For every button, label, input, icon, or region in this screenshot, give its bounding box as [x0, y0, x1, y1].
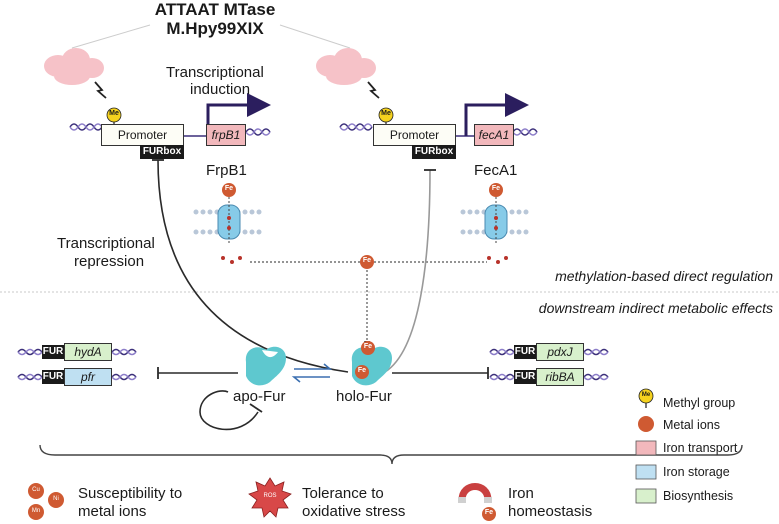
- gene-box-hydA: hydA: [64, 343, 112, 361]
- dna-strand-operon-1: [69, 123, 271, 137]
- gene-box-pdxJ: pdxJ: [536, 343, 584, 361]
- outcome-metal-line-1: Susceptibility to: [78, 485, 183, 502]
- me-label-1: Me: [109, 110, 119, 117]
- promoter-box-1: Promoter: [101, 124, 184, 146]
- metal-ions-outcome-icon: [28, 483, 64, 520]
- title-line-2: M.Hpy99XIX: [166, 19, 264, 38]
- catalysis-bolt-icon-left: [94, 81, 107, 99]
- fe-label-center: Fe: [362, 257, 372, 264]
- gene-box-pfr: pfr: [64, 368, 112, 386]
- dna-strand-lower-left: [17, 348, 137, 381]
- outcome-iron-line-2: homeostasis: [508, 503, 593, 520]
- apo-fur-protein-icon: [245, 346, 286, 386]
- fe-ion-icon-feca1: [489, 183, 503, 197]
- fe-label-feca1: Fe: [491, 185, 501, 192]
- ros-burst-icon: [248, 477, 292, 518]
- apo-fur-label: apo-Fur: [233, 388, 286, 405]
- mtase-enzyme-icon-right: [316, 48, 376, 85]
- legend-iron-storage-swatch: [635, 464, 657, 480]
- fe-ion-icon-frpb1: [222, 183, 236, 197]
- fe-label-frpb1: Fe: [224, 185, 234, 192]
- protein-label-frpb1: FrpB1: [206, 162, 247, 179]
- fur-tag-ribBA: FUR: [514, 370, 536, 384]
- catalysis-bolt-icon-right: [367, 81, 380, 99]
- induction-label-2: induction: [190, 81, 251, 98]
- equilibrium-reverse-arrow: [291, 376, 330, 383]
- transcription-arrow-feca1: [464, 93, 529, 136]
- legend-iron-transport-swatch: [635, 440, 657, 456]
- autoregulation-bar: [249, 403, 263, 413]
- holo-fur-label: holo-Fur: [336, 388, 392, 405]
- legend-metal-ions-icon: [638, 416, 654, 432]
- fe-label-holo-2: Fe: [357, 367, 367, 374]
- ros-icon-label: ROS: [263, 493, 277, 499]
- equilibrium-forward-arrow: [294, 363, 333, 370]
- mtase-enzyme-icon-left: [44, 48, 104, 85]
- gene-box-feca1: fecA1: [474, 124, 514, 146]
- legend-methyl-group-icon: [638, 388, 654, 408]
- fe-label-holo-1: Fe: [363, 343, 373, 350]
- membrane-transporter-feca1: [460, 197, 529, 264]
- title-connector-right: [279, 24, 351, 49]
- title-line-1: ATTAAT MTase: [154, 0, 276, 19]
- outcome-metal-line-2: metal ions: [78, 503, 147, 520]
- direct-regulation-heading: methylation-based direct regulation: [555, 268, 773, 284]
- holo-fur-protein-icon: [351, 341, 392, 386]
- legend-me-label: Me: [641, 392, 651, 398]
- metal-icon-label-ni: Ni: [53, 496, 59, 502]
- protein-label-feca1: FecA1: [474, 162, 518, 179]
- legend-iron-storage: Iron storage: [663, 465, 730, 479]
- legend-biosynthesis: Biosynthesis: [663, 489, 734, 503]
- promoter-box-2: Promoter: [373, 124, 456, 146]
- apo-fur-autoregulation-loop: [199, 390, 259, 431]
- induction-label-1: Transcriptional: [166, 64, 264, 81]
- outcome-iron-line-1: Iron: [508, 485, 534, 502]
- legend-biosynthesis-swatch: [635, 488, 657, 504]
- gene-box-ribBA: ribBA: [536, 368, 584, 386]
- fur-tag-hydA: FUR: [42, 345, 64, 359]
- repression-label-1: Transcriptional: [57, 235, 155, 252]
- metal-icon-label-mn: Mn: [31, 508, 41, 514]
- outcome-oxidative-line-1: Tolerance to: [302, 485, 384, 502]
- repression-curve-feca1: [384, 169, 431, 373]
- repression-curve-frpb1: [157, 159, 349, 373]
- outcome-oxidative-line-2: oxidative stress: [302, 503, 406, 520]
- iron-magnet-icon: [458, 483, 496, 521]
- me-label-2: Me: [381, 110, 391, 117]
- title-connector-left: [71, 24, 151, 49]
- fur-tag-pdxJ: FUR: [514, 345, 536, 359]
- summary-brace: [39, 444, 743, 465]
- indirect-effects-heading: downstream indirect metabolic effects: [538, 300, 773, 316]
- gene-box-frpb1: frpB1: [206, 124, 246, 146]
- metal-icon-label-cu: Cu: [32, 487, 40, 493]
- fur-tag-pfr: FUR: [42, 370, 64, 384]
- legend-iron-transport: Iron transport: [663, 441, 738, 455]
- membrane-transporter-frpb1: [193, 197, 262, 264]
- repression-label-2: repression: [74, 253, 145, 270]
- fe-label-magnet: Fe: [484, 509, 494, 516]
- legend-metal-ions: Metal ions: [663, 418, 720, 432]
- furbox-tag-2: FURbox: [412, 145, 456, 159]
- methyl-group-icon-left: [106, 107, 122, 128]
- fe-ion-icon-center: [360, 255, 374, 269]
- dna-strand-lower-right: [489, 348, 609, 381]
- furbox-tag-1: FURbox: [140, 145, 184, 159]
- legend-methyl-group: Methyl group: [663, 396, 736, 410]
